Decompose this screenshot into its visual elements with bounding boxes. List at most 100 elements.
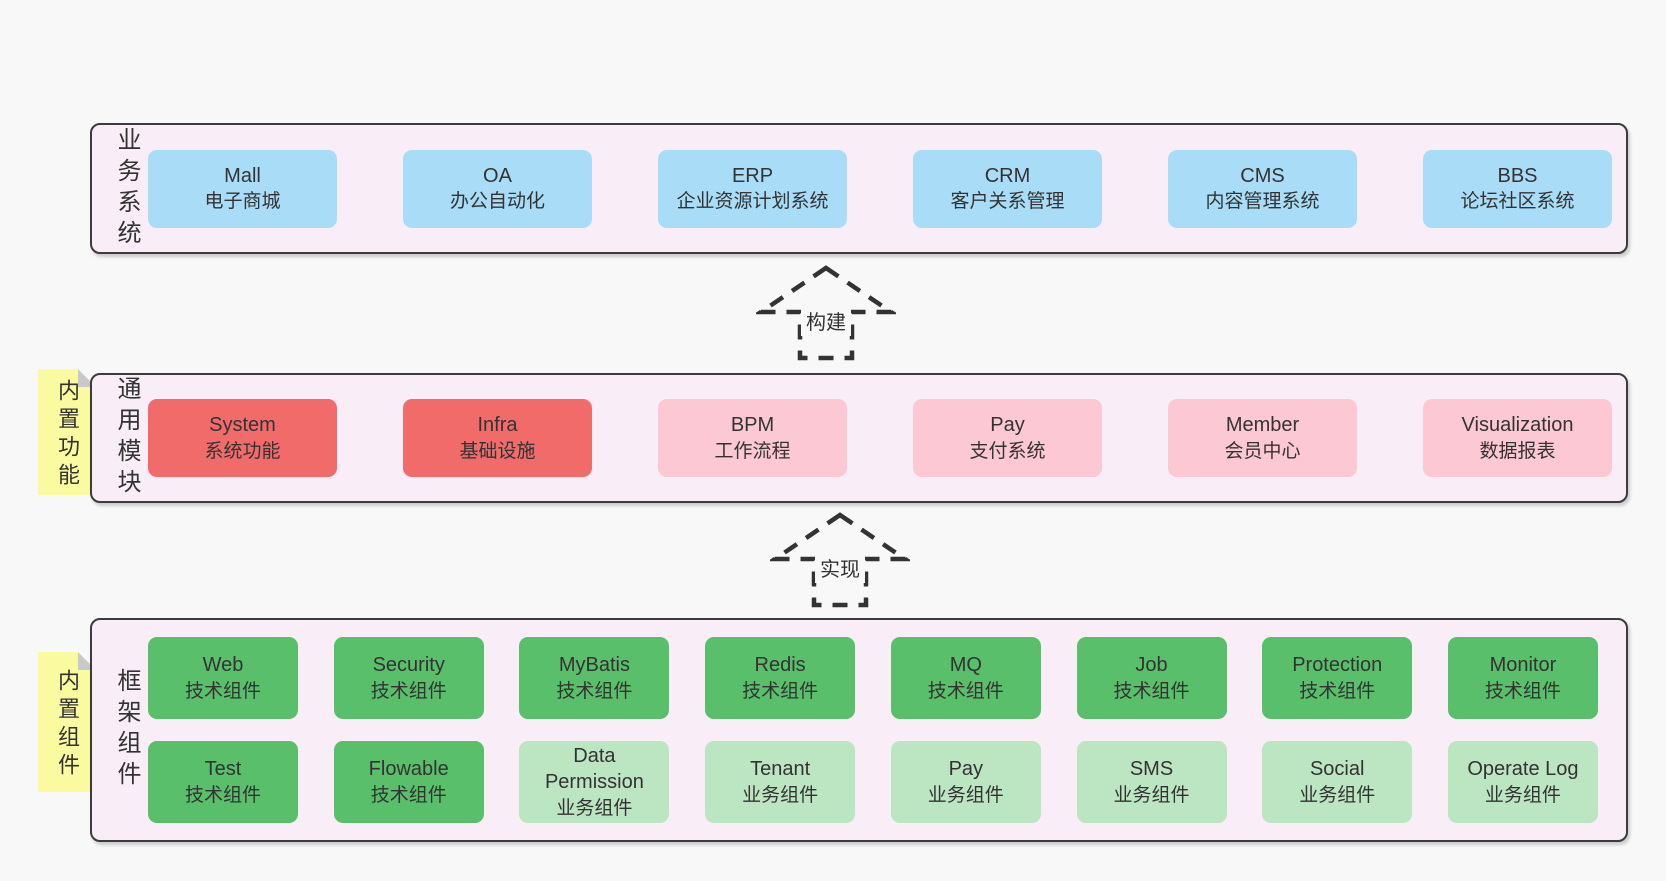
box-name: CRM [984, 164, 1031, 187]
box-name: Member [1225, 414, 1300, 437]
box-name: Redis [754, 654, 806, 677]
box-desc: 内容管理系统 [1205, 191, 1320, 213]
component-box: Monitor 技术组件 [1447, 637, 1598, 719]
component-box: Security 技术组件 [333, 637, 484, 719]
component-box: Job 技术组件 [1076, 637, 1227, 719]
module-box: Visualization 数据报表 [1423, 399, 1612, 477]
business-systems-panel: 业务系统 Mall 电子商城 OA 办公自动化 ERP 企业资源计划系统 CRM… [90, 123, 1628, 254]
modules-box-row: System 系统功能 Infra 基础设施 BPM 工作流程 Pay 支付系统… [148, 375, 1612, 501]
module-box: Member 会员中心 [1168, 399, 1357, 477]
module-box: System 系统功能 [148, 399, 337, 477]
box-desc: 系统功能 [204, 440, 281, 462]
module-box: Pay 支付系统 [913, 399, 1102, 477]
component-box: SMS 业务组件 [1076, 741, 1227, 823]
box-desc: 技术组件 [742, 680, 819, 702]
sticky-tab-built-in-features: 内置功能 [38, 369, 96, 495]
box-name: Monitor [1489, 654, 1557, 677]
box-desc: 电子商城 [204, 191, 281, 213]
box-name: MyBatis [558, 654, 630, 677]
box-desc: 业务组件 [742, 784, 819, 806]
component-box: MyBatis 技术组件 [519, 637, 670, 719]
box-desc: 技术组件 [927, 680, 1004, 702]
box-desc: 技术组件 [1484, 680, 1561, 702]
dashed-up-arrow-icon [756, 265, 896, 361]
box-desc: 工作流程 [714, 440, 791, 462]
system-box: BBS 论坛社区系统 [1423, 149, 1612, 228]
module-box: BPM 工作流程 [658, 399, 847, 477]
box-desc: 技术组件 [556, 680, 633, 702]
box-name: Tenant [750, 758, 811, 781]
box-desc: 业务组件 [1113, 784, 1190, 806]
box-desc: 数据报表 [1479, 440, 1556, 462]
arrow-label-implement: 实现 [815, 552, 865, 583]
box-desc: 业务组件 [556, 797, 633, 819]
panel-label-modules: 通用模块 [113, 376, 140, 500]
box-desc: 技术组件 [1113, 680, 1190, 702]
box-desc: 基础设施 [459, 440, 536, 462]
system-box: Mall 电子商城 [148, 149, 337, 228]
box-name: Infra [477, 414, 518, 437]
box-desc: 技术组件 [184, 680, 261, 702]
box-name: BBS [1497, 164, 1538, 187]
box-name: Job [1135, 654, 1168, 677]
box-name: Test [204, 758, 242, 781]
system-box: CRM 客户关系管理 [913, 149, 1102, 228]
component-box: Web 技术组件 [148, 637, 298, 719]
box-desc: 论坛社区系统 [1460, 191, 1575, 213]
components-row-1: Web 技术组件 Security 技术组件 MyBatis 技术组件 Redi… [148, 637, 1598, 719]
box-name: Security [372, 654, 445, 677]
box-desc: 技术组件 [1299, 680, 1376, 702]
box-desc: 技术组件 [370, 784, 447, 806]
box-name: CMS [1240, 164, 1285, 187]
build-arrow: 构建 [756, 265, 896, 361]
box-desc: 会员中心 [1224, 440, 1301, 462]
arrow-label-build: 构建 [801, 305, 851, 336]
component-box: Social 业务组件 [1262, 741, 1413, 823]
component-box: Data Permission 业务组件 [519, 741, 670, 823]
component-box: Test 技术组件 [148, 741, 298, 823]
box-name: BPM [730, 414, 775, 437]
module-box: Infra 基础设施 [403, 399, 592, 477]
box-desc: 技术组件 [370, 680, 447, 702]
box-desc: 支付系统 [969, 440, 1046, 462]
common-modules-panel: 通用模块 System 系统功能 Infra 基础设施 BPM 工作流程 Pay… [90, 373, 1628, 503]
components-rows: Web 技术组件 Security 技术组件 MyBatis 技术组件 Redi… [148, 620, 1598, 840]
implement-arrow: 实现 [770, 512, 910, 608]
component-box: Protection 技术组件 [1262, 637, 1413, 719]
dashed-up-arrow-icon [770, 512, 910, 608]
component-box: Pay 业务组件 [890, 741, 1041, 823]
system-box: OA 办公自动化 [403, 149, 592, 228]
box-desc: 客户关系管理 [950, 191, 1065, 213]
box-name: Social [1309, 758, 1365, 781]
panel-label-business: 业务系统 [113, 126, 140, 251]
box-name: ERP [731, 164, 774, 187]
box-desc: 业务组件 [1484, 784, 1561, 806]
box-desc: 办公自动化 [449, 191, 545, 213]
component-box: Tenant 业务组件 [705, 741, 856, 823]
box-name: MQ [949, 654, 982, 677]
box-name: Visualization [1461, 414, 1574, 437]
component-box: Redis 技术组件 [705, 637, 856, 719]
box-name: Pay [948, 758, 984, 781]
panel-label-components: 框架组件 [113, 668, 140, 792]
box-name: Operate Log [1467, 758, 1579, 781]
components-row-2: Test 技术组件 Flowable 技术组件 Data Permission … [148, 741, 1598, 823]
sticky-tab-built-in-components: 内置组件 [38, 652, 96, 792]
sticky-tab-label: 内置组件 [55, 669, 80, 781]
box-desc: 业务组件 [927, 784, 1004, 806]
component-box: Operate Log 业务组件 [1447, 741, 1598, 823]
box-name: System [209, 414, 276, 437]
box-desc: 企业资源计划系统 [676, 191, 829, 213]
box-name: Data Permission [544, 745, 644, 794]
box-name: OA [483, 164, 512, 187]
component-box: MQ 技术组件 [890, 637, 1041, 719]
box-name: Flowable [368, 758, 449, 781]
sticky-tab-label: 内置功能 [55, 379, 80, 491]
box-name: Protection [1292, 654, 1383, 677]
box-desc: 技术组件 [184, 784, 261, 806]
box-desc: 业务组件 [1299, 784, 1376, 806]
system-box: ERP 企业资源计划系统 [658, 149, 847, 228]
box-name: Mall [224, 164, 261, 187]
framework-components-panel: 框架组件 Web 技术组件 Security 技术组件 MyBatis 技术组件… [90, 618, 1628, 842]
